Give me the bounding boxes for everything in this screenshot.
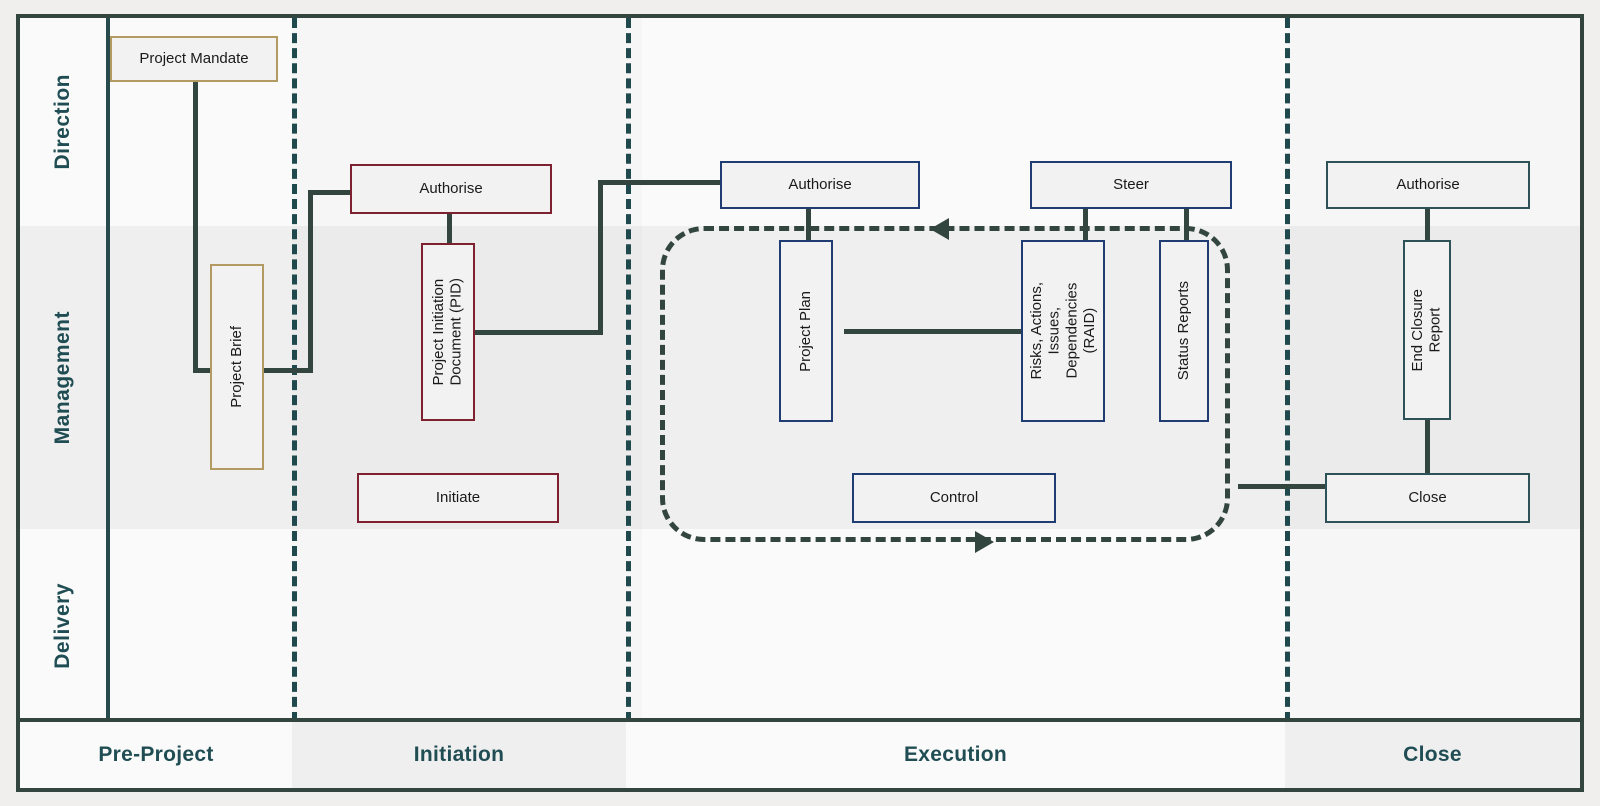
- node-authorise-initiation[interactable]: Authorise: [350, 164, 552, 214]
- diagram-frame: Direction Management Delivery: [16, 14, 1584, 792]
- connector-pid-right: [475, 330, 603, 335]
- node-close[interactable]: Close: [1325, 473, 1530, 523]
- node-initiate[interactable]: Initiate: [357, 473, 559, 523]
- connector-loop-to-close: [1238, 484, 1338, 489]
- node-steer[interactable]: Steer: [1030, 161, 1232, 209]
- connector-report-to-close: [1425, 418, 1430, 478]
- node-project-brief[interactable]: Project Brief: [210, 264, 264, 470]
- connector-authorise-close-to-report: [1425, 207, 1430, 242]
- node-project-mandate[interactable]: Project Mandate: [110, 36, 278, 82]
- lane-label-management-text: Management: [51, 310, 74, 445]
- node-end-closure-report[interactable]: End Closure Report: [1403, 240, 1451, 420]
- loop-arrow-right-icon: [975, 531, 994, 553]
- lane-label-direction-text: Direction: [51, 74, 74, 170]
- node-raid[interactable]: Risks, Actions, Issues, Dependencies (RA…: [1021, 240, 1105, 422]
- loop-arrow-left-icon: [930, 218, 949, 240]
- phase-label-close: Close: [1403, 743, 1462, 766]
- phase-cell-initiation[interactable]: Initiation: [292, 722, 626, 788]
- connector-authorise-exec-to-plan: [806, 207, 811, 242]
- node-project-brief-label: Project Brief: [228, 326, 246, 408]
- phase-cell-pre-project[interactable]: Pre-Project: [20, 722, 292, 788]
- connector-steer-to-raid: [1083, 207, 1088, 242]
- lane-label-delivery-text: Delivery: [51, 582, 74, 669]
- node-control-label: Control: [929, 489, 979, 507]
- node-raid-label: Risks, Actions, Issues, Dependencies (RA…: [1027, 282, 1098, 380]
- node-status-reports-label: Status Reports: [1175, 281, 1193, 381]
- phase-cell-execution[interactable]: Execution: [626, 722, 1285, 788]
- connector-steer-to-status: [1184, 207, 1189, 242]
- node-authorise-close-label: Authorise: [1396, 176, 1460, 194]
- node-authorise-execution[interactable]: Authorise: [720, 161, 920, 209]
- swimlane-delivery: [20, 529, 1580, 722]
- lane-label-management: Management: [20, 226, 106, 529]
- phase-divider-initiation-execution: [626, 18, 631, 722]
- node-project-mandate-label: Project Mandate: [139, 50, 249, 68]
- phase-bar: Pre-Project Initiation Execution Close: [20, 718, 1580, 788]
- node-project-plan-label: Project Plan: [797, 290, 815, 372]
- node-close-label: Close: [1408, 489, 1447, 507]
- node-pid[interactable]: Project Initiation Document (PID): [421, 243, 475, 421]
- lane-label-divider: [106, 18, 110, 722]
- lane-label-delivery: Delivery: [20, 529, 106, 722]
- connector-pid-to-authorise-exec: [598, 180, 722, 185]
- connector-mandate-down: [193, 81, 198, 373]
- connector-brief-to-authorise-init: [308, 190, 353, 195]
- node-authorise-execution-label: Authorise: [788, 176, 852, 194]
- connector-plan-to-raid: [844, 329, 1036, 334]
- node-status-reports[interactable]: Status Reports: [1159, 240, 1209, 422]
- phase-label-execution: Execution: [903, 743, 1008, 766]
- node-initiate-label: Initiate: [435, 489, 481, 507]
- node-authorise-close[interactable]: Authorise: [1326, 161, 1530, 209]
- connector-pid-up: [598, 180, 603, 335]
- phase-label-pre-project: Pre-Project: [98, 743, 214, 766]
- phase-label-initiation: Initiation: [413, 743, 505, 766]
- phase-cell-close[interactable]: Close: [1285, 722, 1580, 788]
- node-end-closure-report-label: End Closure Report: [1409, 288, 1444, 372]
- node-pid-label: Project Initiation Document (PID): [430, 278, 465, 386]
- node-project-plan[interactable]: Project Plan: [779, 240, 833, 422]
- node-authorise-initiation-label: Authorise: [419, 180, 483, 198]
- connector-brief-up: [308, 190, 313, 373]
- phase-divider-execution-close: [1285, 18, 1290, 722]
- connector-authorise-init-to-pid: [447, 213, 452, 251]
- node-steer-label: Steer: [1113, 176, 1149, 194]
- node-control[interactable]: Control: [852, 473, 1056, 523]
- lane-label-direction: Direction: [20, 18, 106, 226]
